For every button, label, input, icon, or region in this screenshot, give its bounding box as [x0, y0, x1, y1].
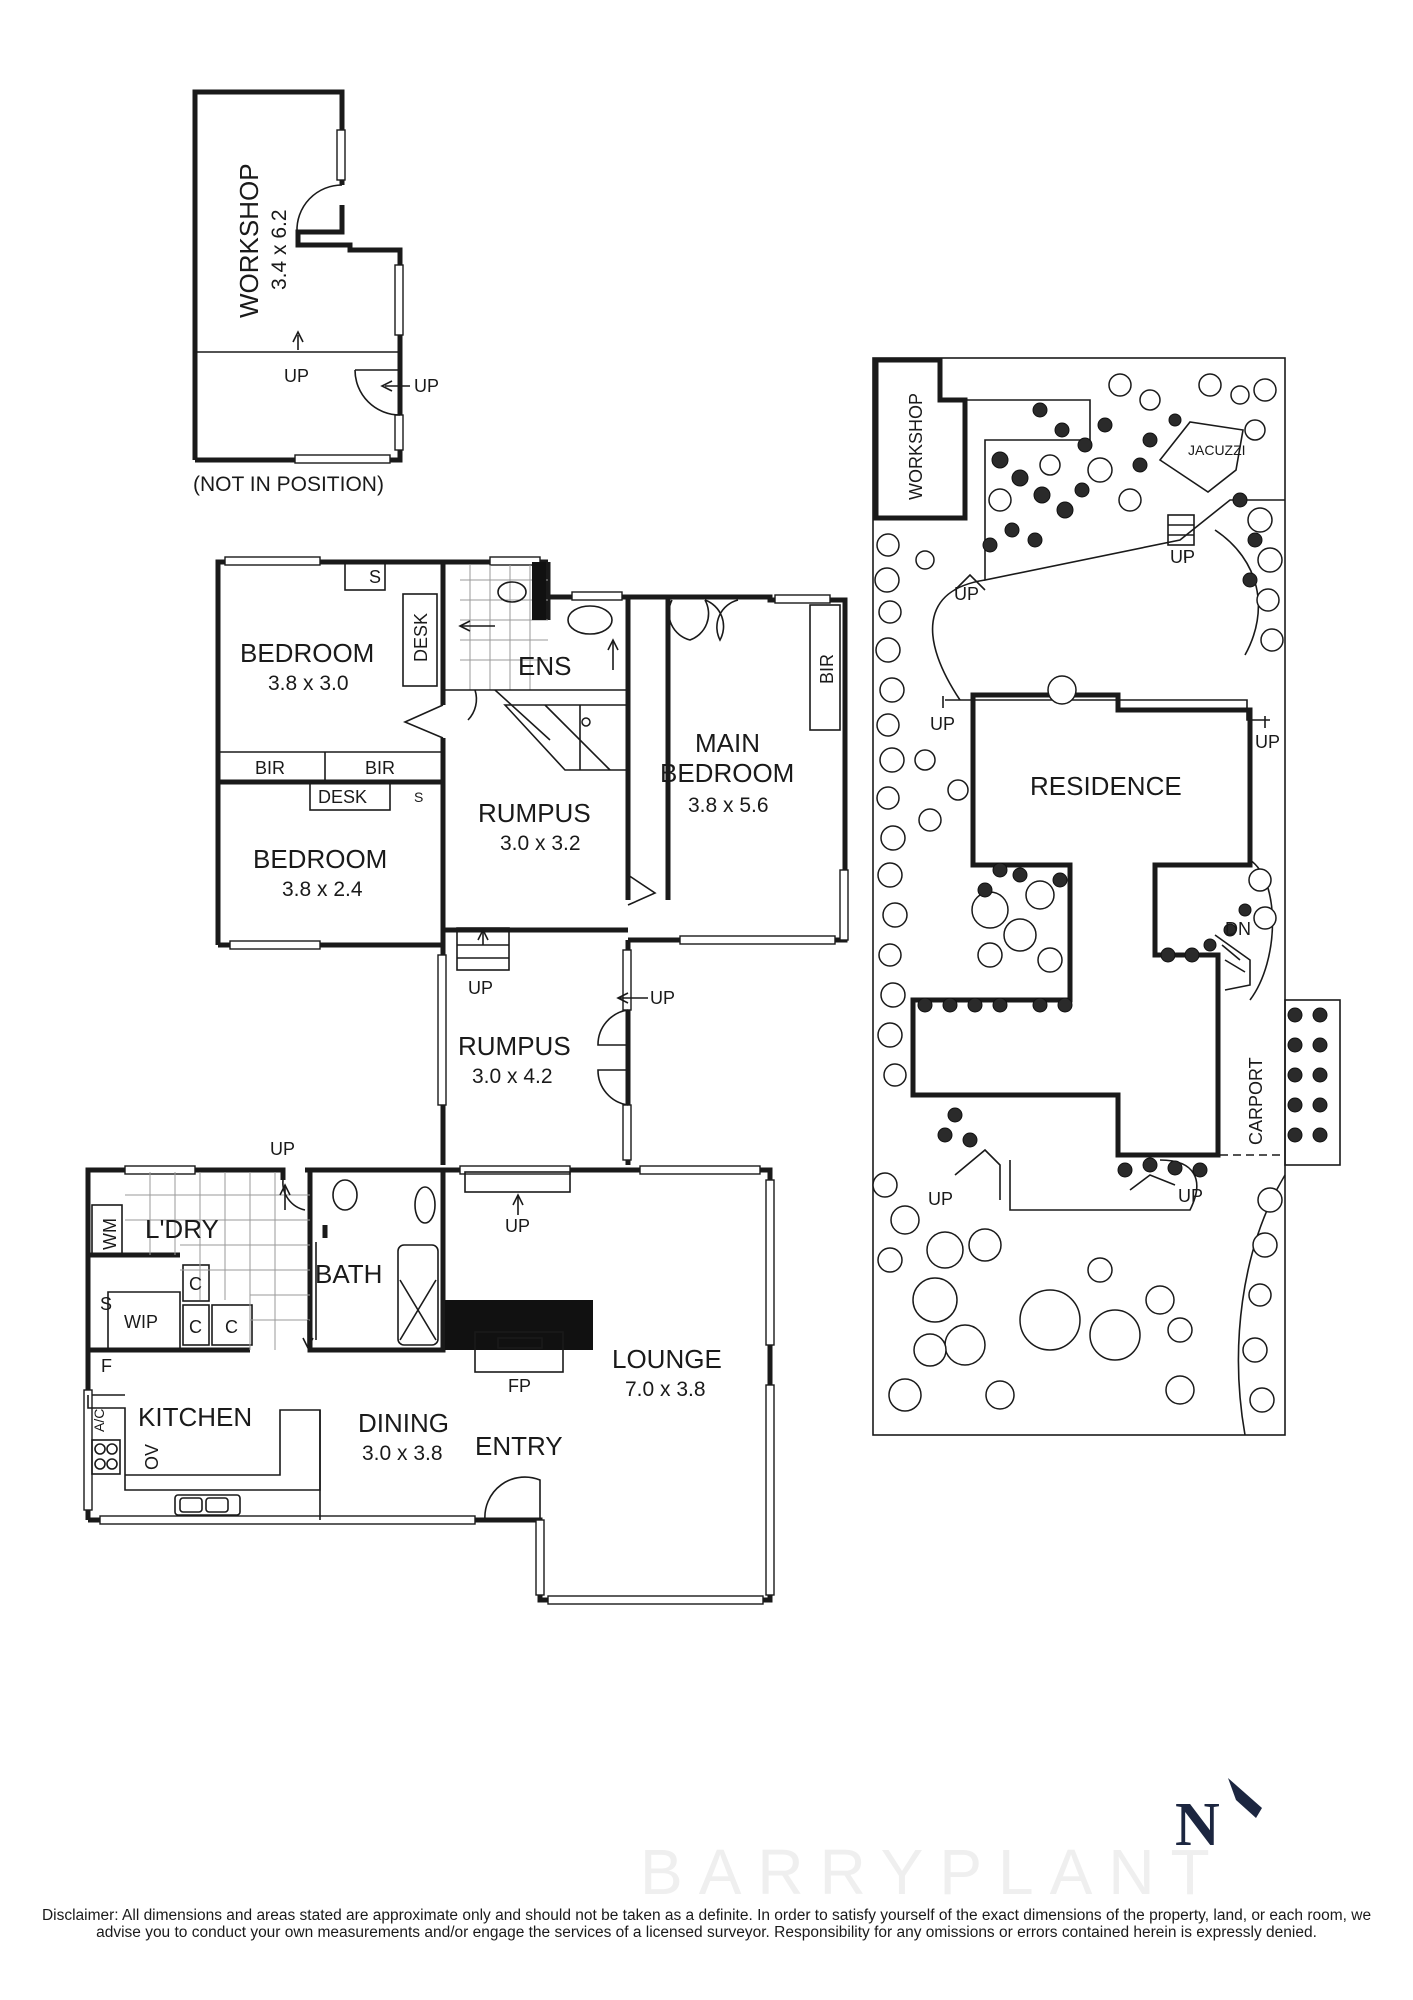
site-jacuzzi-label: JACUZZI: [1188, 442, 1246, 458]
c1-label: C: [189, 1274, 202, 1294]
site-up-label-1: UP: [1170, 547, 1195, 567]
ac-label: A/C: [91, 1409, 107, 1432]
workshop-name: WORKSHOP: [234, 163, 264, 318]
main-bedroom-name-line2: BEDROOM: [660, 758, 794, 788]
workshop-plan: WORKSHOP 3.4 x 6.2 UP UP (NOT IN POSITIO…: [192, 89, 439, 496]
s-mid-label: S: [414, 789, 423, 805]
rumpus-2-size: 3.0 x 4.2: [472, 1065, 553, 1088]
laundry-name: L'DRY: [145, 1214, 219, 1244]
kitchen-name: KITCHEN: [138, 1402, 252, 1432]
site-up-label-5: UP: [928, 1189, 953, 1209]
rumpus-1-name: RUMPUS: [478, 798, 591, 828]
dining-name: DINING: [358, 1408, 449, 1438]
bedroom-1-name: BEDROOM: [240, 638, 374, 668]
compass: [1228, 1778, 1262, 1818]
desk-vertical-label: DESK: [411, 613, 431, 662]
site-plan: WORKSHOP JACUZZI RESIDENCE CARPORT UP UP…: [872, 357, 1341, 1436]
workshop-up-label-2: UP: [414, 376, 439, 396]
workshop-up-label-1: UP: [284, 366, 309, 386]
s-label: S: [100, 1294, 112, 1314]
site-dn-label: DN: [1225, 919, 1251, 939]
bedroom-1-size: 3.8 x 3.0: [268, 672, 349, 695]
desk-mid-label: DESK: [318, 787, 367, 807]
ens-name: ENS: [518, 651, 571, 681]
dining-size: 3.0 x 3.8: [362, 1442, 443, 1465]
site-workshop-label: WORKSHOP: [906, 393, 926, 500]
site-up-label-3: UP: [930, 714, 955, 734]
laundry-tiles: [125, 1172, 310, 1350]
rumpus-1-size: 3.0 x 3.2: [500, 832, 581, 855]
fp-label: FP: [508, 1376, 531, 1396]
rumpus-2-up-label: UP: [650, 988, 675, 1008]
ov-label: OV: [142, 1444, 162, 1470]
s-top-label: S: [369, 567, 381, 587]
site-up-label-6: UP: [1178, 1186, 1203, 1206]
main-bedroom-size: 3.8 x 5.6: [688, 794, 769, 817]
bedroom-2-size: 3.8 x 2.4: [282, 878, 363, 901]
site-carport-label: CARPORT: [1246, 1057, 1266, 1145]
compass-north-label: N: [1175, 1791, 1220, 1859]
bedroom-2-name: BEDROOM: [253, 844, 387, 874]
ground-level-plan: L'DRY BATH WIP KITCHEN DINING 3.0 x 3.8 …: [83, 1139, 775, 1605]
up-laundry-label: UP: [270, 1139, 295, 1159]
up-lounge-label: UP: [505, 1216, 530, 1236]
main-bedroom-name-line1: MAIN: [695, 728, 760, 758]
workshop-note: (NOT IN POSITION): [193, 473, 384, 496]
site-residence-label: RESIDENCE: [1030, 771, 1182, 801]
wm-label: WM: [100, 1218, 120, 1250]
bir-right-label: BIR: [365, 758, 395, 778]
wip-name: WIP: [124, 1312, 158, 1332]
c2-label: C: [189, 1317, 202, 1337]
site-up-label-4: UP: [1255, 732, 1280, 752]
mid-level-plan: RUMPUS 3.0 x 4.2 UP: [437, 940, 675, 1165]
brand-watermark: BARRYPLANT: [640, 1836, 1226, 1908]
rumpus-2-name: RUMPUS: [458, 1031, 571, 1061]
up-stair-label: UP: [468, 978, 493, 998]
entry-name: ENTRY: [475, 1431, 563, 1461]
lounge-size: 7.0 x 3.8: [625, 1378, 706, 1401]
site-up-label-2: UP: [954, 584, 979, 604]
disclaimer-text: Disclaimer: All dimensions and areas sta…: [41, 1907, 1372, 1941]
bath-name: BATH: [315, 1259, 382, 1289]
bir-main-label: BIR: [817, 654, 837, 684]
lounge-name: LOUNGE: [612, 1344, 722, 1374]
f-label: F: [101, 1356, 112, 1376]
c3-label: C: [225, 1317, 238, 1337]
upper-level-plan: BEDROOM 3.8 x 3.0 BEDROOM 3.8 x 2.4 RUMP…: [215, 556, 849, 998]
workshop-size: 3.4 x 6.2: [268, 209, 291, 290]
bir-left-label: BIR: [255, 758, 285, 778]
